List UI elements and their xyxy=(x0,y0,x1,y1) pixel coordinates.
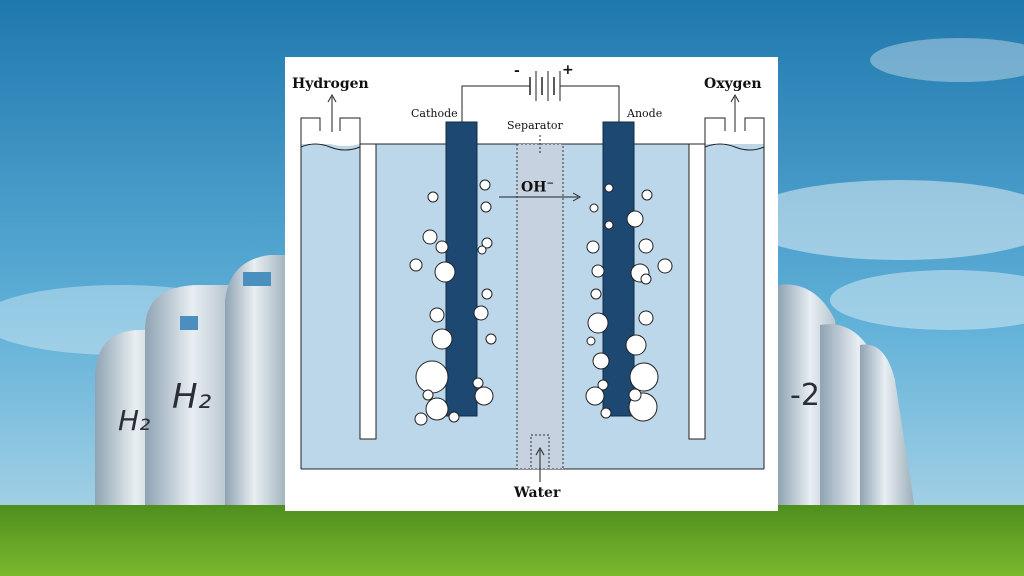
bubble xyxy=(587,312,609,334)
bubble xyxy=(591,264,605,278)
water-in-arrow xyxy=(535,446,545,482)
cathode-label: Cathode xyxy=(411,107,458,120)
oxygen-chamber-wall xyxy=(688,143,706,440)
bubble xyxy=(427,191,439,203)
tank-label: -2 xyxy=(790,378,820,413)
bubble xyxy=(638,238,654,254)
bubble xyxy=(477,245,487,255)
hydrogen-bubbles xyxy=(409,179,497,426)
bubble xyxy=(638,310,654,326)
bubble xyxy=(597,379,609,391)
hydrogen-label: Hydrogen xyxy=(292,76,369,92)
bubble xyxy=(585,386,605,406)
ion-formula: OH xyxy=(521,179,547,196)
tank xyxy=(225,255,290,505)
hydrogen-surface xyxy=(300,143,361,151)
bubble xyxy=(480,201,492,213)
oxygen-bubbles xyxy=(585,183,673,422)
bubble xyxy=(586,240,600,254)
wire-left xyxy=(461,85,530,122)
anode-electrode xyxy=(602,121,635,417)
bubble xyxy=(485,333,497,345)
hydroxide-ion-label: OH− xyxy=(521,179,554,196)
oxygen-out-arrow xyxy=(730,93,740,132)
bubble xyxy=(629,362,659,392)
bubble xyxy=(474,386,494,406)
electrolysis-diagram-panel: Hydrogen Oxygen Cathode Anode Separator … xyxy=(285,57,778,511)
bubble xyxy=(481,288,493,300)
tank-cap xyxy=(243,272,271,286)
bubble xyxy=(473,305,489,321)
bubble xyxy=(409,258,423,272)
hydrogen-collector xyxy=(301,117,360,146)
separator-label: Separator xyxy=(507,119,563,132)
oxygen-collector-wall xyxy=(704,117,765,469)
bubble xyxy=(590,288,602,300)
tank-label: H₂ xyxy=(118,404,150,437)
battery-icon xyxy=(529,71,561,101)
bubble xyxy=(604,220,614,230)
bubble xyxy=(435,240,449,254)
tank-cap xyxy=(180,316,198,330)
water-label: Water xyxy=(514,485,561,501)
bubble xyxy=(586,336,596,346)
bubble xyxy=(481,237,493,249)
bubble xyxy=(592,352,610,370)
bubble xyxy=(415,360,449,394)
battery-minus-label: - xyxy=(514,63,520,79)
hydrogen-collector-wall xyxy=(300,117,361,469)
grass xyxy=(0,505,1024,576)
bubble xyxy=(628,388,642,402)
bubble xyxy=(425,397,449,421)
bubble xyxy=(641,189,653,201)
bubble xyxy=(479,179,491,191)
cloud xyxy=(870,38,1024,82)
bubble xyxy=(472,377,484,389)
bubble xyxy=(640,273,652,285)
bubble xyxy=(600,407,612,419)
bubble xyxy=(625,334,647,356)
bubble xyxy=(604,183,614,193)
bubble xyxy=(589,203,599,213)
bubble xyxy=(429,307,445,323)
anode-label: Anode xyxy=(627,107,663,120)
cloud xyxy=(740,180,1024,260)
electrolysis-diagram xyxy=(300,71,765,482)
bubble xyxy=(431,328,453,350)
bubble xyxy=(626,210,644,228)
hydrogen-tanks-left: H₂ H₂ xyxy=(95,255,290,505)
tank xyxy=(145,285,250,505)
hydrogen-out-arrow xyxy=(327,93,337,132)
separator-membrane xyxy=(516,143,564,470)
bubble xyxy=(657,258,673,274)
hydrogen-chamber-wall xyxy=(359,143,377,440)
ion-flow-arrow xyxy=(499,192,582,202)
battery-plus-label: + xyxy=(562,62,574,78)
wire-right xyxy=(560,85,620,122)
tank-label: H₂ xyxy=(172,377,212,417)
cloud xyxy=(830,270,1024,330)
bubble xyxy=(422,389,434,401)
ion-charge: − xyxy=(546,179,554,189)
bubble xyxy=(414,412,428,426)
bubble xyxy=(434,261,456,283)
tank xyxy=(860,344,915,510)
hydrogen-tanks-right: -2 xyxy=(778,284,915,510)
oxygen-surface xyxy=(704,143,765,151)
bubble xyxy=(422,229,438,245)
cell-top xyxy=(376,117,689,144)
oxygen-label: Oxygen xyxy=(704,76,762,92)
bubble xyxy=(448,411,460,423)
